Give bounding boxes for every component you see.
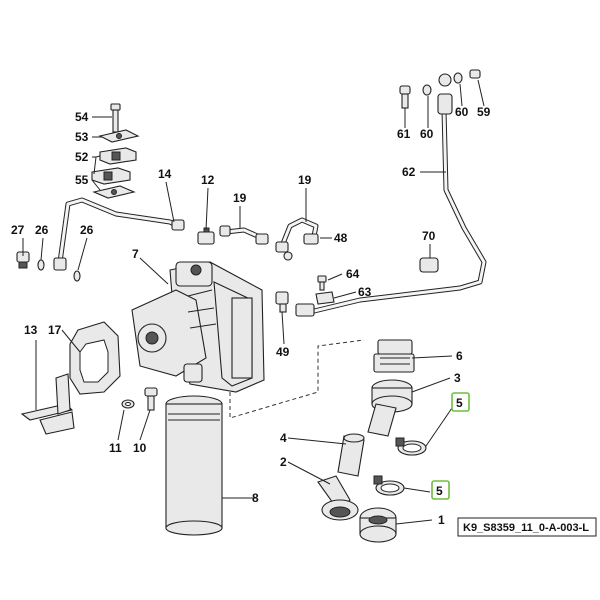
label-26-left: 26 [35,223,49,237]
label-49: 49 [276,345,290,359]
part-5-clamp-lower [373,475,405,496]
reference-code-box: K9_S8359_11_0-A-003-L [457,517,597,537]
label-11: 11 [109,441,122,455]
part-11-washer [121,399,135,409]
part-63-clamp [315,291,335,305]
part-53-plate [98,129,140,143]
part-3-hose-upper [367,403,397,437]
label-14: 14 [158,167,172,181]
label-53: 53 [75,130,89,144]
part-62-hose [295,73,487,317]
part-26-washers [37,259,81,282]
label-70: 70 [422,229,436,243]
label-62: 62 [402,165,416,179]
label-17: 17 [48,323,62,337]
label-12: 12 [201,173,215,187]
label-5-upper: 5 [456,396,463,410]
part-10-bolt [144,387,158,411]
part-54-bolt [110,103,121,133]
label-10: 10 [133,441,147,455]
part-49-fitting [275,291,289,313]
part-61-bolt [399,85,411,109]
part-14-pipe [53,197,185,271]
highlighted-callout-5-upper: 5 [451,392,470,412]
leader-lines [22,79,485,525]
label-55: 55 [75,173,89,187]
label-6: 6 [456,349,463,363]
part-5-clamp-upper [395,437,427,456]
label-60-left: 60 [420,127,434,141]
label-27: 27 [11,223,25,237]
part-27-plug [16,251,30,269]
part-13-bracket [20,373,75,435]
part-64-bolt [317,275,327,291]
label-48: 48 [334,231,348,245]
label-19-left: 19 [233,191,247,205]
highlighted-callout-5-lower: 5 [431,480,450,500]
label-54: 54 [75,110,89,124]
label-4: 4 [280,431,287,445]
label-64: 64 [346,267,360,281]
label-61: 61 [397,127,411,141]
part-55-plate [92,185,136,199]
part-8-filter [165,395,223,536]
label-7: 7 [132,247,139,261]
part-2-elbow-nut [317,475,359,521]
label-5-lower: 5 [436,484,443,498]
part-52-clamp-halves [91,147,137,185]
part-7-pump [131,261,265,393]
label-2: 2 [280,455,287,469]
part-19-pipe-left [219,225,269,245]
label-19-right: 19 [298,173,312,187]
label-59: 59 [477,105,491,119]
part-17-gasket [69,321,121,395]
label-8: 8 [252,491,259,505]
label-52: 52 [75,150,89,164]
part-1-adapter [359,507,397,543]
callout-labels: 54 53 52 55 14 12 19 19 48 49 27 26 26 7… [11,105,491,527]
part-4-hose [337,433,365,477]
label-63: 63 [358,285,372,299]
part-70-clip [419,257,439,273]
reference-code: K9_S8359_11_0-A-003-L [463,522,589,534]
label-60-right: 60 [455,105,469,119]
label-13: 13 [24,323,38,337]
part-60-washers [422,72,463,96]
label-3: 3 [454,371,461,385]
assembly-guide-dashed [229,339,365,419]
part-59-plug [469,69,481,79]
part-6-nipple [373,339,415,373]
label-26-right: 26 [80,223,94,237]
part-12-fitting [197,227,215,245]
part-19-pipe-right [275,217,319,261]
label-1: 1 [438,513,445,527]
